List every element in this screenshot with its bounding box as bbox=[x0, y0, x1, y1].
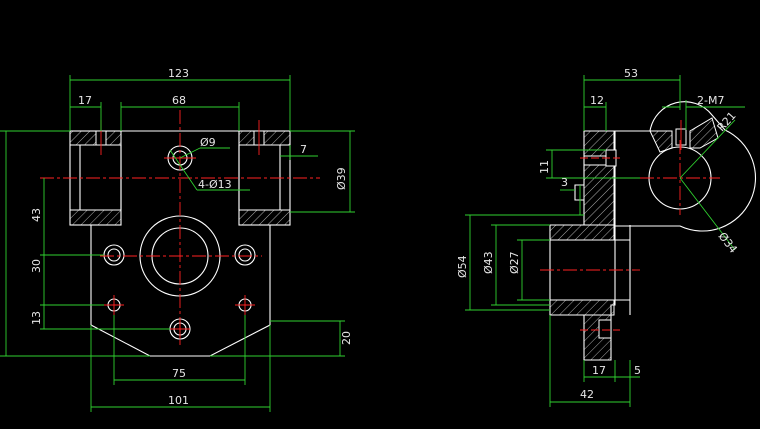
dim-43: 43 bbox=[30, 208, 43, 222]
dim-13: 13 bbox=[30, 311, 43, 325]
side-hatch bbox=[549, 117, 719, 361]
side-dimensions bbox=[465, 75, 745, 407]
dim-101: 101 bbox=[168, 394, 189, 407]
dim-r21: R21 bbox=[715, 109, 739, 134]
dim-12: 12 bbox=[590, 94, 604, 107]
dim-30: 30 bbox=[30, 259, 43, 273]
dim-dia-43: Ø43 bbox=[482, 251, 495, 274]
side-dimension-texts: 53 12 2-M7 R21 Ø34 11 3 Ø54 Ø43 Ø27 17 5… bbox=[456, 67, 740, 401]
dim-68: 68 bbox=[172, 94, 186, 107]
dim-75: 75 bbox=[172, 367, 186, 380]
dim-42: 42 bbox=[580, 388, 594, 401]
dim-dia-34: Ø34 bbox=[716, 230, 740, 256]
dim-7: 7 bbox=[300, 143, 307, 156]
dim-53: 53 bbox=[624, 67, 638, 80]
dim-3: 3 bbox=[561, 176, 568, 189]
front-holes bbox=[103, 145, 256, 340]
dim-123: 123 bbox=[168, 67, 189, 80]
dim-20: 20 bbox=[340, 331, 353, 345]
dim-holes: 4-Ø13 bbox=[198, 178, 232, 191]
dim-dia-54: Ø54 bbox=[456, 255, 469, 278]
dim-dia-9: Ø9 bbox=[200, 136, 216, 149]
front-view: 123 17 68 Ø9 7 4-Ø13 Ø39 43 30 13 20 75 … bbox=[0, 67, 355, 412]
dim-dia-39: Ø39 bbox=[335, 167, 348, 190]
dim-11: 11 bbox=[538, 160, 551, 174]
dim-5: 5 bbox=[634, 364, 641, 377]
dim-17: 17 bbox=[78, 94, 92, 107]
dim-dia-27: Ø27 bbox=[508, 251, 521, 274]
dim-thread: 2-M7 bbox=[697, 94, 724, 107]
front-dimensions bbox=[0, 75, 355, 412]
side-view: 53 12 2-M7 R21 Ø34 11 3 Ø54 Ø43 Ø27 17 5… bbox=[456, 67, 757, 407]
front-hatch bbox=[69, 130, 291, 226]
dim-17-side: 17 bbox=[592, 364, 606, 377]
front-dimension-texts: 123 17 68 Ø9 7 4-Ø13 Ø39 43 30 13 20 75 … bbox=[30, 67, 353, 407]
